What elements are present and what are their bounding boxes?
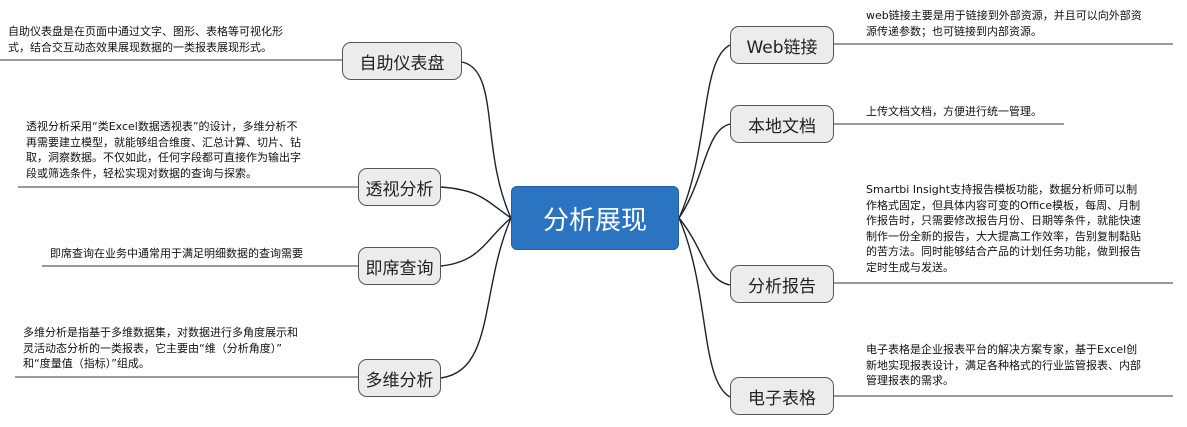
note-pivot-analysis: 透视分析采用“类Excel数据透视表”的设计，多维分析不 再需要建立模型，就能够… [26,119,301,181]
note-line: 管理报表的需求。 [866,374,954,387]
note-local-document: 上传文档文档，方便进行统一管理。 [866,104,1042,120]
note-line: 自助仪表盘是在页面中通过文字、图形、表格等可视化形 [8,25,283,38]
note-line: 电子表格是企业报表平台的解决方案专家，基于Excel创 [866,343,1138,356]
note-spreadsheet: 电子表格是企业报表平台的解决方案专家，基于Excel创 新地实现报表设计，满足各… [866,342,1141,389]
topic-pivot-analysis[interactable]: 透视分析 [358,168,441,206]
topic-local-document[interactable]: 本地文档 [730,105,834,143]
note-line: 制作一份全新的报告，大大提高工作效率，告别复制黏贴 [866,229,1141,243]
note-line: 定时生成与发送。 [866,260,954,274]
note-web-link: web链接主要是用于链接到外部资源，并且可以向外部资 源传递参数；也可链接到内部… [866,8,1142,39]
note-line: 新地实现报表设计，满足各种格式的行业监管报表、内部 [866,358,1141,372]
note-line: 多维分析是指基于多维数据集，对数据进行多角度展示和 [23,326,298,339]
topic-auto-dashboard[interactable]: 自助仪表盘 [342,42,462,80]
connector-pivot [440,186,512,219]
note-line: 即席查询在业务中通常用于满足明细数据的查询需要 [50,247,303,260]
note-line: 灵活动态分析的一类报表，它主要由“维（分析角度）” [23,341,282,355]
note-line: 源传递参数；也可链接到内部资源。 [866,24,1042,38]
connector-auto-dashboard [461,61,512,219]
connector-adhoc [440,217,512,267]
connector-web-link [678,44,731,219]
note-line: 再需要建立模型，就能够组合维度、汇总计算、切片、钻 [26,135,301,149]
topic-olap-analysis[interactable]: 多维分析 [358,359,441,397]
connector-report [678,217,731,286]
topic-web-link[interactable]: Web链接 [730,26,834,64]
note-line: web链接主要是用于链接到外部资源，并且可以向外部资 [866,9,1142,22]
note-analysis-report: Smartbi Insight支持报告模板功能，数据分析师可以制 作格式固定，但… [866,182,1141,275]
note-line: 取，洞察数据。不仅如此，任何字段都可直接作为输出字 [26,151,301,164]
note-auto-dashboard: 自助仪表盘是在页面中通过文字、图形、表格等可视化形 式，结合交互动态效果展现数据… [8,24,283,55]
central-topic[interactable]: 分析展现 [511,186,679,250]
note-line: 段或筛选条件，轻松实现对数据的查询与探索。 [26,166,257,180]
topic-analysis-report[interactable]: 分析报告 [730,265,834,303]
note-olap-analysis: 多维分析是指基于多维数据集，对数据进行多角度展示和 灵活动态分析的一类报表，它主… [23,325,298,372]
note-line: Smartbi Insight支持报告模板功能，数据分析师可以制 [866,183,1138,196]
connector-olap [440,217,512,379]
note-line: 透视分析采用“类Excel数据透视表”的设计，多维分析不 [26,120,298,133]
note-line: 式，结合交互动态效果展现数据的一类报表展现形式。 [8,40,272,54]
note-line: 作报告时，只需要修改报告月份、日期等条件，就能快速 [866,214,1141,227]
topic-spreadsheet[interactable]: 电子表格 [730,377,834,415]
note-line: 和“度量值（指标）”组成。 [23,357,150,370]
topic-adhoc-query[interactable]: 即席查询 [358,247,441,285]
note-adhoc-query: 即席查询在业务中通常用于满足明细数据的查询需要 [50,246,303,262]
note-line: 的苦方法。同时能够结合产品的计划任务功能，做到报告 [866,245,1141,258]
note-line: 作格式固定，但具体内容可变的Office模板，每周、月制 [866,198,1141,212]
note-line: 上传文档文档，方便进行统一管理。 [866,105,1042,118]
connector-spreadsheet [678,217,731,398]
connector-local-doc [678,123,731,219]
